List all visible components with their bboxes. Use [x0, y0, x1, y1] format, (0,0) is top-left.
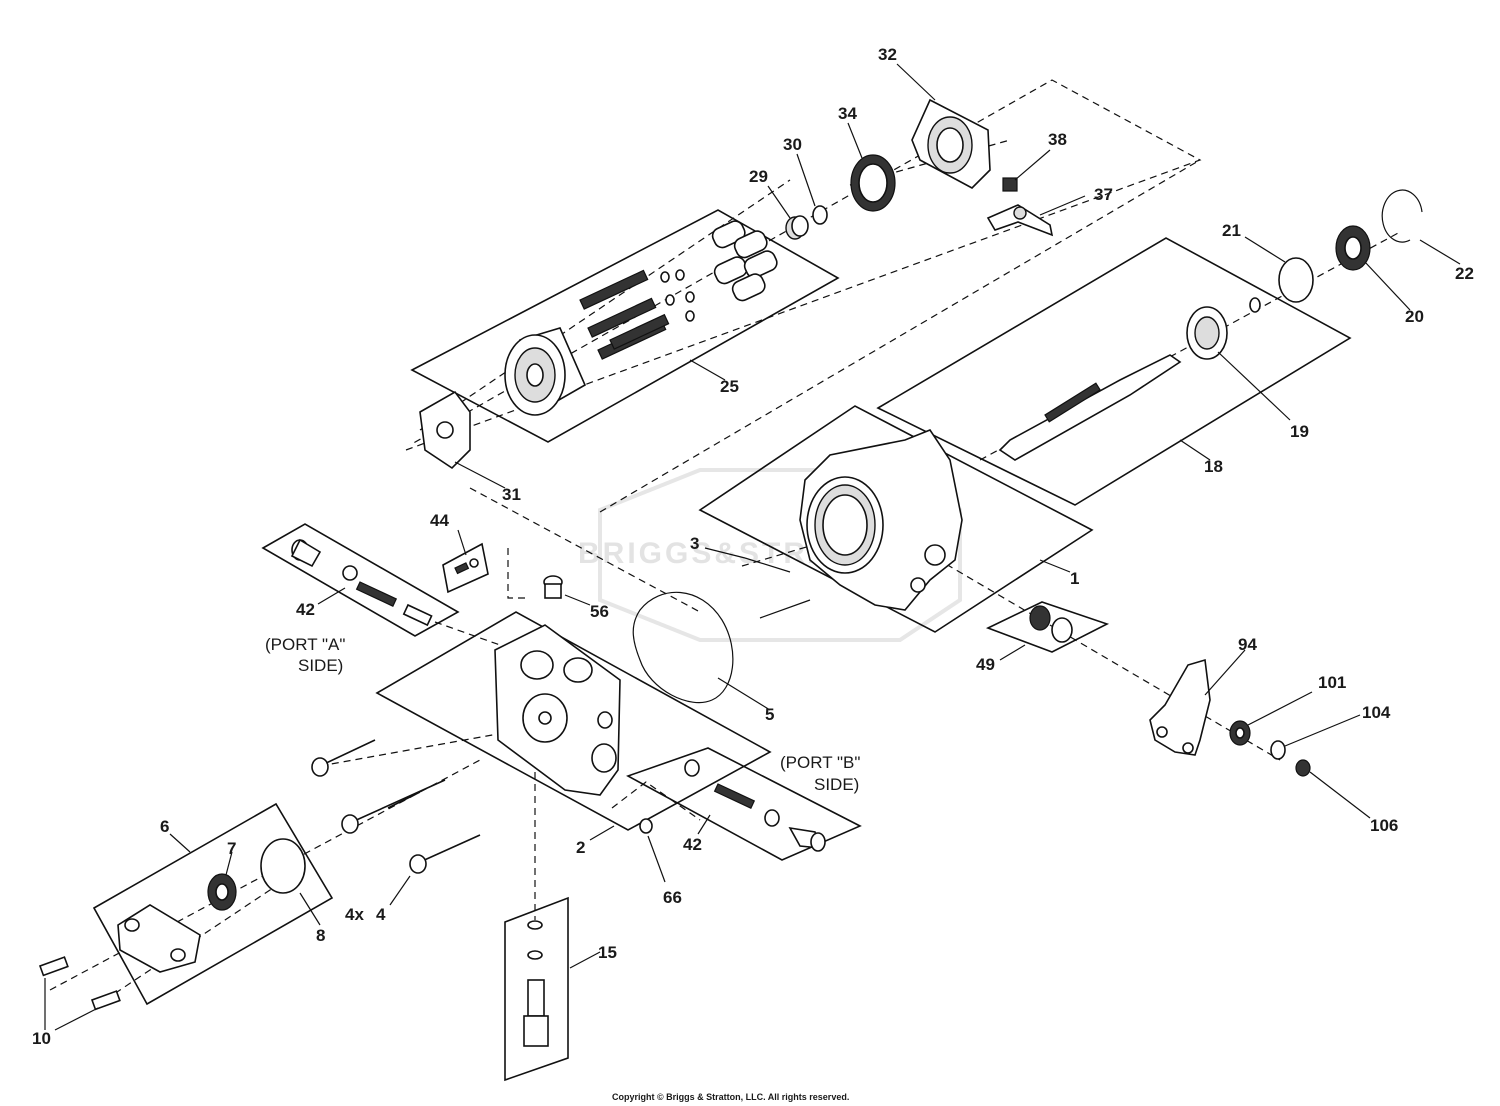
- part-42a-check-valve: [290, 538, 433, 627]
- port-b-note-line2: SIDE): [814, 775, 859, 794]
- part-56-plug: [543, 575, 563, 599]
- callout-44: 44: [430, 511, 449, 530]
- callout-18: 18: [1204, 457, 1223, 476]
- part-30-ring: [812, 205, 828, 225]
- assembly-line-49: [904, 539, 1281, 761]
- callout-37: 37: [1094, 185, 1113, 204]
- callout-4: 4: [376, 905, 386, 924]
- part-19-bearing: [1186, 306, 1228, 360]
- part-49-seal: [1029, 605, 1073, 643]
- assembly-line-shaft: [979, 231, 1401, 461]
- group-box-18: [876, 237, 1352, 506]
- port-b-note-line1: (PORT "B": [780, 753, 860, 772]
- callout-106: 106: [1370, 816, 1398, 835]
- callout-25: 25: [720, 377, 739, 396]
- part-8-o-ring: [260, 838, 306, 894]
- callout-6: 6: [160, 817, 169, 836]
- part-32-cover: [911, 98, 991, 189]
- callout-1: 1: [1070, 569, 1079, 588]
- callout-qty-4x: 4x: [345, 905, 364, 924]
- part-15-valve: [523, 920, 549, 1047]
- piston-springs: [579, 269, 670, 360]
- callout-10: 10: [32, 1029, 51, 1048]
- assembly-line-2-bolts: [319, 729, 521, 767]
- assembly-line-31: [419, 179, 791, 431]
- piston-rings: [660, 269, 695, 322]
- port-notes: (PORT "A" SIDE) (PORT "B" SIDE): [265, 635, 860, 794]
- part-21-washer: [1278, 257, 1314, 303]
- callout-15: 15: [598, 943, 617, 962]
- callout-22: 22: [1455, 264, 1474, 283]
- callout-94: 94: [1238, 635, 1257, 654]
- part-37-lever: [986, 204, 1054, 237]
- part-66-plug: [639, 818, 653, 834]
- callout-8: 8: [316, 926, 325, 945]
- callout-104: 104: [1362, 703, 1391, 722]
- part-7-gerotor: [207, 873, 237, 911]
- part-44-spring: [454, 558, 479, 575]
- callout-7: 7: [227, 839, 236, 858]
- part-25-cylinder-block: [504, 220, 778, 416]
- callout-3: 3: [690, 534, 699, 553]
- part-6-cover: [117, 904, 201, 973]
- group-box-25: [410, 209, 840, 443]
- part-94-bracket: [1149, 658, 1211, 756]
- part-101-bushing: [1229, 720, 1251, 746]
- callout-29: 29: [749, 167, 768, 186]
- assembly-line-44: [507, 548, 525, 599]
- part-5-gasket: [632, 591, 734, 704]
- callout-30: 30: [783, 135, 802, 154]
- part-3-dowel-pins: [744, 557, 811, 619]
- callout-42a: 42: [296, 600, 315, 619]
- callout-56: 56: [590, 602, 609, 621]
- group-box-44: [442, 542, 489, 594]
- group-box-15: [504, 896, 569, 1082]
- group-box-49: [985, 601, 1110, 653]
- callout-66: 66: [663, 888, 682, 907]
- pistons: [711, 220, 778, 302]
- part-29-spring: [785, 215, 809, 240]
- callout-19: 19: [1290, 422, 1309, 441]
- leader-lines: [44, 63, 1461, 1031]
- group-box-42b: [626, 747, 862, 861]
- group-box-2: [375, 611, 772, 831]
- part-42b-check-valve: [684, 759, 826, 852]
- part-31-thrust-plate: [419, 390, 471, 470]
- callout-101: 101: [1318, 673, 1346, 692]
- assembly-line-mid: [599, 159, 1201, 513]
- part-106-nut: [1295, 759, 1311, 777]
- callout-38: 38: [1048, 130, 1067, 149]
- group-box-6: [92, 802, 334, 1006]
- assembly-line-66: [611, 781, 701, 821]
- callout-49: 49: [976, 655, 995, 674]
- port-a-note-line1: (PORT "A": [265, 635, 345, 654]
- callout-21: 21: [1222, 221, 1241, 240]
- part-38-key: [1002, 177, 1018, 192]
- callout-20: 20: [1405, 307, 1424, 326]
- assembly-line-port-a: [434, 621, 501, 646]
- callout-34: 34: [838, 104, 857, 123]
- assembly-line-housing: [469, 487, 701, 613]
- part-104-washer: [1270, 740, 1286, 760]
- part-ring-small: [1249, 297, 1261, 313]
- assembly-line-10: [104, 869, 301, 1001]
- part-10-screws: [38, 956, 121, 1011]
- part-22-retaining-ring: [1381, 189, 1423, 243]
- callout-31: 31: [502, 485, 521, 504]
- group-box-42a: [261, 523, 460, 637]
- callout-32: 32: [878, 45, 897, 64]
- part-2-center-section: [494, 624, 621, 796]
- part-1-housing: [799, 429, 963, 611]
- part-34-seal: [850, 154, 896, 212]
- callout-2: 2: [576, 838, 585, 857]
- copyright-notice: Copyright © Briggs & Stratton, LLC. All …: [612, 1092, 849, 1102]
- part-18-shaft: [998, 354, 1182, 461]
- port-a-note-line2: SIDE): [298, 656, 343, 675]
- part-4-bolts: [311, 739, 481, 874]
- part-20-bearing: [1335, 225, 1371, 271]
- callout-5: 5: [765, 705, 774, 724]
- callout-42b: 42: [683, 835, 702, 854]
- callout-labels: 32 34 30 29 38 37 21 22 20 19 18 25 31 1…: [32, 45, 1474, 1048]
